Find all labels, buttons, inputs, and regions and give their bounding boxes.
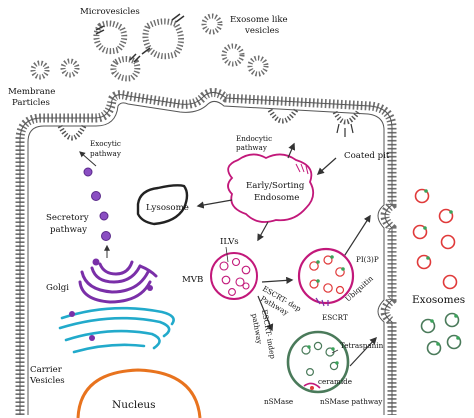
escrt-dependent-mvb: PI(3)P Ubiquitin ESCRT <box>297 247 379 322</box>
exosome <box>414 188 430 204</box>
exosome <box>442 274 458 290</box>
exosome <box>440 234 456 250</box>
secretory-vesicle <box>99 211 109 221</box>
secretory-vesicle <box>83 167 93 177</box>
exosomes-label: Exosomes <box>412 294 465 306</box>
microvesicle <box>110 56 141 82</box>
membrane-particles-label-line2: Particles <box>12 98 50 108</box>
golgi-label: Golgi <box>46 283 69 293</box>
microvesicles-label: Microvesicles <box>80 7 140 17</box>
nsmase-label: nSMase <box>264 397 293 406</box>
microvesicle <box>142 18 184 60</box>
exosome-like-label-line1: Exosome like <box>230 15 288 25</box>
multivesicular-body: ILVs MVB <box>182 237 258 300</box>
secretory-vesicle <box>91 191 101 201</box>
exosome-like-vesicle <box>221 43 245 67</box>
secretory-label-line2: pathway <box>50 225 87 235</box>
early-sorting-endosome: Early/Sorting Endosome <box>227 153 315 223</box>
exosome-like-label-line2: vesicles <box>244 26 279 36</box>
lysosome-label: Lysosome <box>146 203 189 213</box>
exosome <box>420 318 436 334</box>
nsmase-pathway-label: nSMase pathway <box>320 397 383 406</box>
carrier-vesicles-label-line1: Carrier <box>30 365 63 375</box>
microvesicles-group: Microvesicles <box>80 7 185 82</box>
endoplasmic-reticulum <box>58 306 175 354</box>
secretory-pathway: Exocytic pathway Secretory pathway <box>46 139 122 258</box>
pi3p-label: PI(3)P <box>356 255 379 264</box>
nucleus: Nucleus <box>76 368 202 418</box>
membrane-particles-group: Membrane Particles <box>8 58 80 108</box>
exocytic-label-line2: pathway <box>90 149 122 158</box>
coated-pit-spikes-icon <box>336 123 354 137</box>
membrane-particle <box>60 58 80 78</box>
early-endosome-label-line1: Early/Sorting <box>246 181 305 191</box>
endocytic-label-line1: Endocytic <box>236 134 272 143</box>
pathway-arrows <box>196 142 377 367</box>
secretory-label-line1: Secretory <box>46 213 89 223</box>
membrane-particle <box>30 60 50 80</box>
exocytic-label-line1: Exocytic <box>90 139 121 148</box>
endocytic-label-line2: pathway <box>236 143 268 152</box>
released-exosomes: Exosomes <box>412 188 465 356</box>
carrier-vesicles-label-line2: Vesicles <box>29 376 65 386</box>
exosome-like-vesicle <box>201 13 223 35</box>
exosome <box>412 224 428 240</box>
early-endosome-label-line2: Endosome <box>254 193 299 203</box>
exosome <box>438 208 454 224</box>
tetraspanin-label: Tetraspanin <box>340 341 384 350</box>
membrane-particles-label-line1: Membrane <box>8 87 55 97</box>
exosome-like-vesicle <box>247 55 269 77</box>
ilvs-label: ILVs <box>220 237 239 247</box>
coated-pit-label: Coated pit <box>344 151 390 161</box>
escrt-label: ESCRT <box>322 313 348 322</box>
secretory-vesicle <box>101 231 111 241</box>
mvb-label: MVB <box>182 275 203 285</box>
nucleus-label: Nucleus <box>112 399 156 411</box>
lysosome: Lysosome <box>136 184 189 226</box>
ceramide-label: ceramide <box>318 377 352 386</box>
exosome-like-vesicles-group: Exosome like vesicles <box>201 13 288 77</box>
plasma-membrane <box>15 88 397 415</box>
nsmase-mvb: ceramide Tetraspanin nSMase nSMase pathw… <box>264 330 384 406</box>
golgi-apparatus: Golgi <box>46 258 158 304</box>
